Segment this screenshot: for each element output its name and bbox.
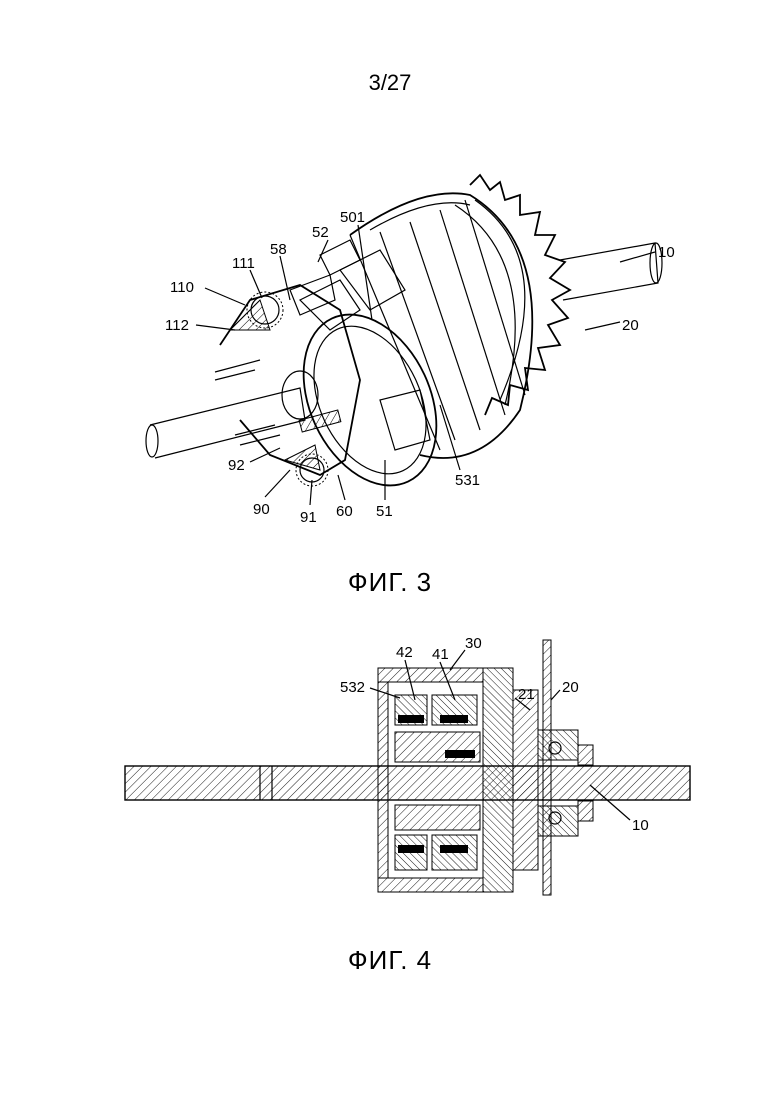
label-92: 92 xyxy=(228,457,245,474)
label-91: 91 xyxy=(300,509,317,526)
label-20-fig4: 20 xyxy=(562,679,579,696)
label-112: 112 xyxy=(165,317,189,334)
label-60: 60 xyxy=(336,503,353,520)
right-shaft xyxy=(560,243,662,300)
label-90: 90 xyxy=(253,501,270,518)
label-501: 501 xyxy=(340,209,365,226)
label-58: 58 xyxy=(270,241,287,258)
label-41: 41 xyxy=(432,646,449,663)
label-51: 51 xyxy=(376,503,393,520)
label-30: 30 xyxy=(465,635,482,652)
label-42: 42 xyxy=(396,644,413,661)
label-532: 532 xyxy=(340,679,365,696)
label-110: 110 xyxy=(170,279,194,296)
figure-3-drawing: 10 20 501 52 58 111 110 112 92 90 91 60 … xyxy=(0,0,780,560)
front-ring xyxy=(278,240,463,507)
label-10-fig4: 10 xyxy=(632,817,649,834)
label-52: 52 xyxy=(312,224,329,241)
upper-internals xyxy=(395,695,480,762)
shaft-section xyxy=(125,766,690,800)
label-10: 10 xyxy=(658,244,675,261)
figure-4-drawing: 30 42 41 532 21 20 10 xyxy=(0,620,780,920)
lower-internals xyxy=(395,805,480,870)
motor-housing xyxy=(350,193,532,458)
sprocket-plate xyxy=(543,640,551,895)
left-shaft xyxy=(146,360,318,458)
label-21: 21 xyxy=(518,686,535,703)
figure-4-caption: ФИГ. 4 xyxy=(0,945,780,976)
label-111: 111 xyxy=(232,255,255,272)
label-531: 531 xyxy=(455,472,480,489)
label-20: 20 xyxy=(622,317,639,334)
figure-3-caption: ФИГ. 3 xyxy=(0,567,780,598)
